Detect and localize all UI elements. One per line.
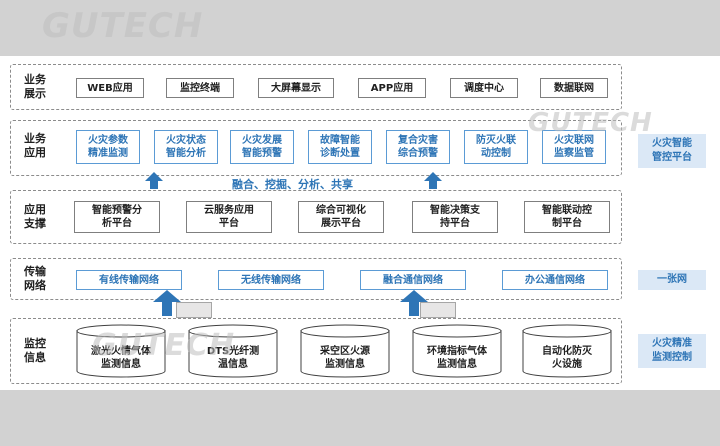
app-item-1: 火灾参数精准监测: [76, 130, 140, 164]
cylinder-shape: [76, 324, 166, 378]
watermark-logo-top: GUTECH: [42, 6, 204, 46]
up-arrow-right-stem: [429, 181, 437, 189]
side-label-precise-monitoring: 火灾精准监测控制: [638, 334, 706, 368]
up-arrow-right: [424, 172, 442, 181]
network-item-office: 办公通信网络: [502, 270, 608, 290]
layer-monitor: [10, 318, 622, 384]
architecture-canvas: 业务展示 WEB应用 监控终端 大屏幕显示 APP应用 调度中心 数据联网 业务…: [0, 56, 720, 390]
support-item-3: 综合可视化展示平台: [298, 201, 384, 233]
cylinder-shape: [300, 324, 390, 378]
layer-display-label: 业务展示: [24, 73, 46, 100]
watermark-logo-right: GUTECH: [528, 108, 653, 138]
layer-support-label: 应用支撑: [24, 203, 46, 230]
fusion-text: 融合、挖掘、分析、共享: [232, 178, 353, 191]
tag-collect: [176, 302, 212, 318]
up-arrow-collect: [153, 290, 181, 302]
layer-application-label: 业务应用: [24, 132, 46, 159]
app-item-2: 火灾状态智能分析: [154, 130, 218, 164]
app-item-3: 火灾发展智能预警: [230, 130, 294, 164]
up-arrow-collect-stem: [162, 302, 172, 316]
display-item-data-network: 数据联网: [540, 78, 608, 98]
support-item-2: 云服务应用平台: [186, 201, 272, 233]
layer-display: [10, 64, 622, 110]
display-item-dispatch: 调度中心: [450, 78, 518, 98]
up-arrow-fuse: [400, 290, 428, 302]
cylinder-shape: [412, 324, 502, 378]
support-item-4: 智能决策支持平台: [412, 201, 498, 233]
monitor-item-5: 自动化防灭火设施: [522, 324, 612, 378]
side-label-one-network: 一张网: [638, 270, 706, 290]
up-arrow-left-stem: [150, 181, 158, 189]
network-item-wireless: 无线传输网络: [218, 270, 324, 290]
monitor-item-2: DTS光纤测温信息: [188, 324, 278, 378]
display-item-app: APP应用: [358, 78, 426, 98]
side-label-smart-platform: 火灾智能管控平台: [638, 134, 706, 168]
cylinder-shape: [522, 324, 612, 378]
watermark-logo-bottom: GUTECH: [92, 328, 236, 363]
monitor-item-1: 激光火情气体监测信息: [76, 324, 166, 378]
monitor-item-3: 采空区火源监测信息: [300, 324, 390, 378]
support-item-5: 智能联动控制平台: [524, 201, 610, 233]
cylinder-shape: [188, 324, 278, 378]
app-item-6: 防灭火联动控制: [464, 130, 528, 164]
up-arrow-fuse-stem: [409, 302, 419, 316]
layer-application: [10, 120, 622, 176]
layer-network-label: 传输网络: [24, 265, 46, 292]
monitor-item-4: 环境指标气体监测信息: [412, 324, 502, 378]
tag-fuse: [420, 302, 456, 318]
layer-network: [10, 258, 622, 300]
layer-support: [10, 190, 622, 244]
network-item-wired: 有线传输网络: [76, 270, 182, 290]
display-item-big-screen: 大屏幕显示: [258, 78, 334, 98]
app-item-4: 故障智能诊断处置: [308, 130, 372, 164]
app-item-7: 火灾联网监察监管: [542, 130, 606, 164]
app-item-5: 复合灾害综合预警: [386, 130, 450, 164]
network-item-fusion: 融合通信网络: [360, 270, 466, 290]
support-item-1: 智能预警分析平台: [74, 201, 160, 233]
display-item-web: WEB应用: [76, 78, 144, 98]
up-arrow-left: [145, 172, 163, 181]
layer-monitor-label: 监控信息: [24, 337, 46, 364]
display-item-monitor-terminal: 监控终端: [166, 78, 234, 98]
